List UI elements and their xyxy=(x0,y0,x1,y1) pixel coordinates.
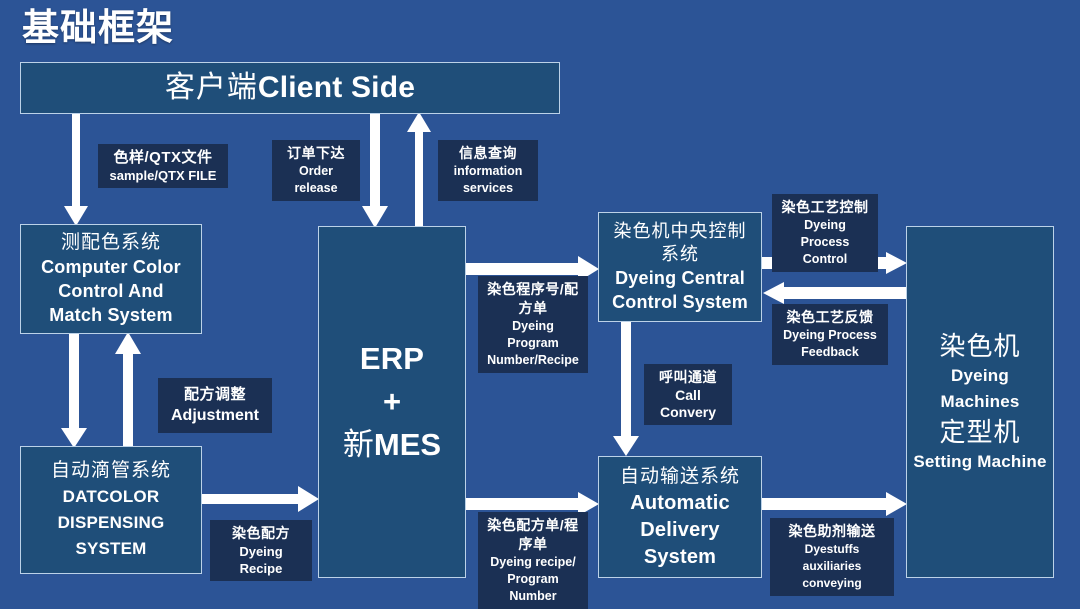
box-machine-cn-line2: 定型机 xyxy=(939,417,1021,447)
box-automatic-delivery-system[interactable]: 自动输送系统 Automatic Delivery System xyxy=(598,456,762,578)
box-dcc-cn-line1: 染色机中央控制 xyxy=(613,221,747,241)
box-ads-cn: 自动输送系统 xyxy=(619,465,740,487)
label-sample-cn: 色样/QTX文件 xyxy=(113,149,213,166)
box-erp-mes[interactable]: ERP + 新MES xyxy=(318,226,466,578)
arrow-erp-to-dcc xyxy=(466,256,600,282)
label-drn-cn: 染色配方单/程序单 xyxy=(487,517,579,552)
arrow-erp-to-client xyxy=(406,112,432,228)
arrow-client-to-erp xyxy=(360,112,390,230)
box-dyeing-central-control-system[interactable]: 染色机中央控制 系统 Dyeing Central Control System xyxy=(598,212,762,322)
label-dyestuffs-auxiliaries-conveying: 染色助剂输送 Dyestuffs auxiliaries conveying xyxy=(770,518,894,596)
page-title: 基础框架 xyxy=(22,7,174,48)
label-dyeing-process-feedback: 染色工艺反馈 Dyeing Process Feedback xyxy=(772,304,888,365)
box-dyeing-setting-machine[interactable]: 染色机 Dyeing Machines 定型机 Setting Machine xyxy=(906,226,1054,578)
box-dispensing-en-line1: DATCOLOR xyxy=(62,487,160,506)
label-dyeing-recipe-en: Dyeing Recipe xyxy=(239,544,283,576)
box-machine-cn-line1: 染色机 xyxy=(939,331,1021,361)
arrow-dispensing-to-erp xyxy=(202,486,320,512)
label-dpc-en-line1: Dyeing Process xyxy=(800,218,850,249)
label-dpc-cn: 染色工艺控制 xyxy=(781,199,869,215)
label-dac-cn: 染色助剂输送 xyxy=(788,523,876,539)
label-dpn-en-line1: Dyeing Program xyxy=(507,319,559,350)
label-order-cn: 订单下达 xyxy=(287,145,345,161)
box-erp-mes-line: 新MES xyxy=(343,422,441,468)
label-call-convery: 呼叫通道 Call Convery xyxy=(644,364,732,425)
label-dac-en-line1: Dyestuffs auxiliaries xyxy=(802,542,862,573)
label-info-en-line2: services xyxy=(462,181,514,195)
label-dpn-cn: 染色程序号/配方单 xyxy=(487,281,579,316)
arrow-dcc-to-ads xyxy=(612,322,640,458)
label-call-cn: 呼叫通道 xyxy=(659,369,717,385)
box-erp-mes-cn: 新 xyxy=(342,427,374,462)
label-dyeing-process-control: 染色工艺控制 Dyeing Process Control xyxy=(772,194,878,272)
box-datcolor-dispensing-system[interactable]: 自动滴管系统 DATCOLOR DISPENSING SYSTEM xyxy=(20,446,202,574)
label-sample-qtx-file: 色样/QTX文件 sample/QTX FILE xyxy=(98,144,228,188)
arrow-erp-to-ads xyxy=(466,492,600,516)
box-dispensing-cn: 自动滴管系统 xyxy=(50,460,171,481)
label-dpf-cn: 染色工艺反馈 xyxy=(786,309,874,325)
arrow-machine-to-dcc xyxy=(762,282,908,304)
box-machine-en-line2: Setting Machine xyxy=(913,452,1047,471)
arrow-ads-to-machine xyxy=(762,492,908,516)
box-erp-mes-en: MES xyxy=(373,427,442,462)
box-client-side-en: Client Side xyxy=(257,71,416,104)
box-erp-label: ERP xyxy=(359,341,425,376)
label-dyeing-program-number: 染色程序号/配方单 Dyeing Program Number/Recipe xyxy=(478,276,588,373)
box-dcc-en-line2: Control System xyxy=(612,292,748,312)
label-dyeing-recipe-cn: 染色配方 xyxy=(232,525,290,541)
label-adjustment-en: Adjustment xyxy=(171,407,259,424)
label-dac-en-line2: conveying xyxy=(802,576,862,590)
label-dpf-en-line1: Dyeing Process xyxy=(783,328,877,342)
label-dyeing-recipe: 染色配方 Dyeing Recipe xyxy=(210,520,312,581)
label-call-en: Call Convery xyxy=(659,387,717,420)
label-info-en-line1: information xyxy=(453,164,523,178)
label-drn-en-line2: Program Number xyxy=(507,572,559,603)
box-ccm-cn: 测配色系统 xyxy=(60,232,161,253)
box-dcc-cn-line2: 系统 xyxy=(661,244,699,264)
label-adjustment-cn: 配方调整 xyxy=(183,386,246,403)
label-dpn-en-line2: Number/Recipe xyxy=(487,353,579,367)
box-ads-en-line3: System xyxy=(643,545,717,568)
box-dispensing-en-line3: SYSTEM xyxy=(75,539,147,558)
box-ccm-en-line2: Control And xyxy=(58,281,164,301)
label-information-services: 信息查询 information services xyxy=(438,140,538,201)
arrow-client-to-ccm xyxy=(62,112,90,228)
box-dispensing-en-line2: DISPENSING xyxy=(57,513,165,532)
box-client-side[interactable]: 客户端 Client Side xyxy=(20,62,560,114)
box-erp-plus: + xyxy=(382,384,402,419)
box-ccm-en-line1: Computer Color xyxy=(41,257,181,277)
box-machine-en-line1: Dyeing Machines xyxy=(940,366,1020,411)
label-info-cn: 信息查询 xyxy=(459,145,517,161)
box-ccm-en-line3: Match System xyxy=(49,305,173,325)
label-order-en-line1: Order xyxy=(298,164,334,178)
arrow-ccm-to-dispensing xyxy=(60,332,88,450)
label-dpf-en-line2: Feedback xyxy=(801,345,859,359)
label-dpc-en-line2: Control xyxy=(802,252,848,266)
box-client-side-cn: 客户端 xyxy=(164,71,258,104)
arrow-dispensing-to-ccm xyxy=(114,332,142,450)
label-dyeing-recipe-program-number: 染色配方单/程序单 Dyeing recipe/ Program Number xyxy=(478,512,588,609)
box-computer-color-match-system[interactable]: 测配色系统 Computer Color Control And Match S… xyxy=(20,224,202,334)
label-order-release: 订单下达 Order release xyxy=(272,140,360,201)
box-ads-en-line1: Automatic xyxy=(630,491,730,514)
box-dcc-en-line1: Dyeing Central xyxy=(615,268,745,288)
label-sample-en: sample/QTX FILE xyxy=(109,168,217,183)
label-order-en-line2: release xyxy=(294,181,338,195)
box-ads-en-line2: Delivery xyxy=(640,518,720,541)
label-drn-en-line1: Dyeing recipe/ xyxy=(490,555,576,569)
label-recipe-adjustment: 配方调整 Adjustment xyxy=(158,378,272,433)
